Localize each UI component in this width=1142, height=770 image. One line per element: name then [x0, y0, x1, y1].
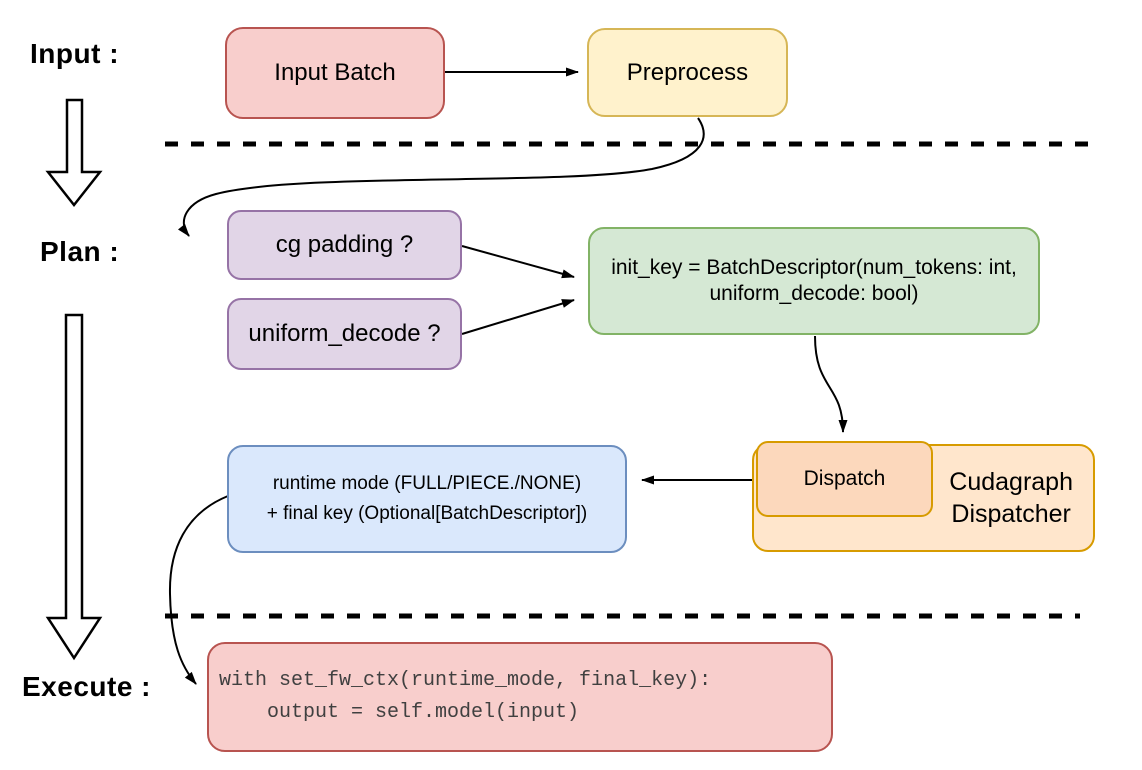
node-dispatch-label: Dispatch — [803, 466, 886, 490]
node-preprocess: Preprocess — [587, 28, 788, 117]
node-dispatch: Dispatch — [756, 441, 933, 517]
node-runtime-mode: runtime mode (FULL/PIECE./NONE) + final … — [227, 445, 627, 553]
node-init-key: init_key = BatchDescriptor(num_tokens: i… — [588, 227, 1040, 335]
node-cudagraph-line1: Cudagraph — [949, 467, 1073, 496]
node-init-key-line2: uniform_decode: bool) — [709, 282, 919, 305]
execute-code-line2: output = self.model(input) — [219, 701, 580, 724]
node-uniform-decode: uniform_decode ? — [227, 298, 462, 370]
node-uniform-decode-label: uniform_decode ? — [248, 320, 441, 347]
node-init-key-line1: init_key = BatchDescriptor(num_tokens: i… — [611, 255, 1017, 279]
section-label-plan: Plan : — [40, 236, 120, 267]
node-runtime-line1: runtime mode (FULL/PIECE./NONE) — [272, 472, 582, 494]
edge-runtimemode-to-execute — [168, 495, 229, 685]
node-cudagraph-dispatcher-label: Cudagraph Dispatcher — [949, 466, 1073, 531]
execute-code-line1: with set_fw_ctx(runtime_mode, final_key)… — [219, 669, 712, 692]
hollow-arrow-plan-to-execute — [45, 313, 103, 661]
node-init-key-label: init_key = BatchDescriptor(num_tokens: i… — [611, 255, 1017, 308]
hollow-arrow-input-to-plan — [45, 98, 103, 208]
node-cudagraph-line2: Dispatcher — [951, 500, 1071, 528]
node-runtime-mode-label: runtime mode (FULL/PIECE./NONE) + final … — [267, 469, 588, 530]
node-input-batch-label: Input Batch — [274, 59, 396, 86]
edge-cgpadding-to-initkey — [461, 245, 575, 279]
edge-preprocess-to-cgpadding — [177, 117, 705, 237]
node-cg-padding-label: cg padding ? — [275, 231, 414, 258]
node-cg-padding: cg padding ? — [227, 210, 462, 280]
node-runtime-line2: + final key (Optional[BatchDescriptor]) — [266, 503, 588, 524]
node-preprocess-label: Preprocess — [626, 58, 749, 86]
node-execute-code: with set_fw_ctx(runtime_mode, final_key)… — [207, 642, 833, 752]
section-label-execute: Execute : — [22, 671, 151, 702]
section-label-input: Input : — [30, 38, 120, 69]
node-input-batch: Input Batch — [225, 27, 445, 119]
edge-uniformdecode-to-initkey — [461, 299, 575, 335]
edge-initkey-to-dispatch — [814, 335, 848, 433]
node-execute-code-block: with set_fw_ctx(runtime_mode, final_key)… — [219, 665, 711, 729]
